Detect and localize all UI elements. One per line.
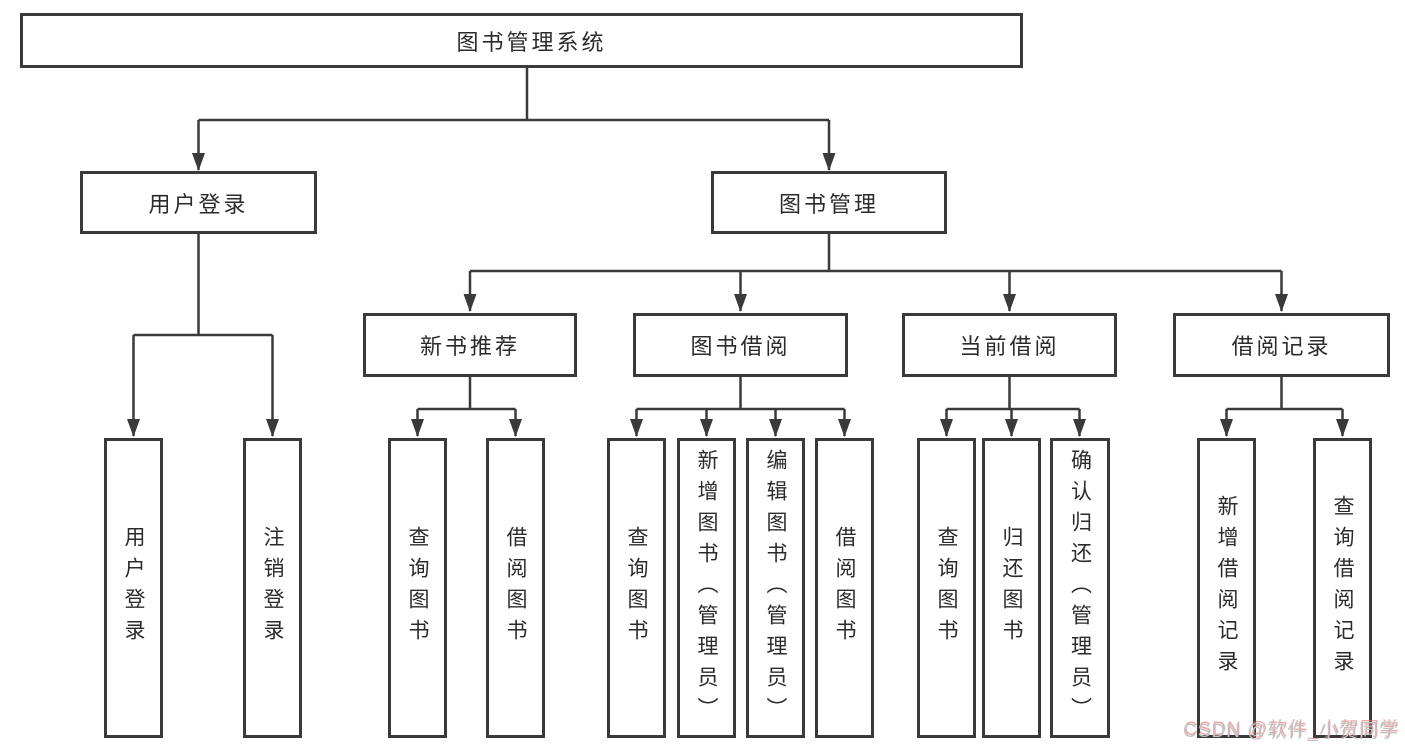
leaf-query-books-current-label: 查询图书 [935,526,958,650]
leaf-borrow-books: 借阅图书 [815,438,874,738]
leaf-query-books-borrow-label: 查询图书 [625,526,648,650]
leaf-edit-book-admin-label: 编辑图书（管理员） [764,448,787,728]
connector-book-borrow-to-leaves [630,377,851,437]
node-user-login-label: 用户登录 [148,191,249,217]
csdn-watermark: CSDN @软件_小贺同学 [1183,721,1399,742]
leaf-logout: 注销登录 [243,438,302,738]
leaf-query-borrow-record: 查询借阅记录 [1313,438,1372,738]
leaf-confirm-return-admin-label: 确认归还（管理员） [1068,448,1092,728]
leaf-return-book: 归还图书 [982,438,1041,738]
leaf-query-books-current: 查询图书 [917,438,976,738]
leaf-logout-label: 注销登录 [261,526,284,650]
node-book-borrow: 图书借阅 [633,313,848,377]
leaf-user-login: 用户登录 [104,438,163,738]
connector-root-to-level2 [192,68,836,171]
node-current-borrow: 当前借阅 [902,313,1117,377]
node-root-label: 图书管理系统 [456,29,607,55]
leaf-add-book-admin-label: 新增图书（管理员） [695,448,718,728]
leaf-borrow-books-recommend: 借阅图书 [486,438,545,738]
node-current-borrow-label: 当前借阅 [959,334,1060,359]
node-borrow-records: 借阅记录 [1173,313,1390,377]
leaf-query-books-recommend: 查询图书 [388,438,447,738]
leaf-add-borrow-record: 新增借阅记录 [1197,438,1256,738]
leaf-query-books-borrow: 查询图书 [607,438,666,738]
node-book-borrow-label: 图书借阅 [690,334,791,359]
leaf-borrow-books-recommend-label: 借阅图书 [504,526,527,650]
leaf-user-login-label: 用户登录 [122,526,145,650]
connector-book-mgmt-to-level3 [463,234,1288,312]
node-new-book-recommend-label: 新书推荐 [419,334,520,359]
node-user-login: 用户登录 [80,171,317,234]
connector-borrow-records-to-leaves [1220,377,1349,437]
leaf-return-book-label: 归还图书 [1000,526,1023,650]
connector-user-login-to-leaves [127,234,279,437]
leaf-add-book-admin: 新增图书（管理员） [677,438,736,738]
leaf-confirm-return-admin: 确认归还（管理员） [1050,438,1110,738]
node-new-book-recommend: 新书推荐 [363,313,577,377]
node-book-management-label: 图书管理 [778,191,879,217]
leaf-edit-book-admin: 编辑图书（管理员） [746,438,805,738]
leaf-add-borrow-record-label: 新增借阅记录 [1215,495,1238,681]
connector-new-books-to-leaves [411,377,522,437]
node-borrow-records-label: 借阅记录 [1231,334,1332,359]
node-root-library-system: 图书管理系统 [20,13,1023,68]
node-book-management: 图书管理 [711,171,947,234]
leaf-borrow-books-label: 借阅图书 [833,526,856,650]
leaf-query-borrow-record-label: 查询借阅记录 [1331,495,1354,681]
connector-current-borrow-to-leaves [940,377,1086,437]
leaf-query-books-recommend-label: 查询图书 [406,526,429,650]
